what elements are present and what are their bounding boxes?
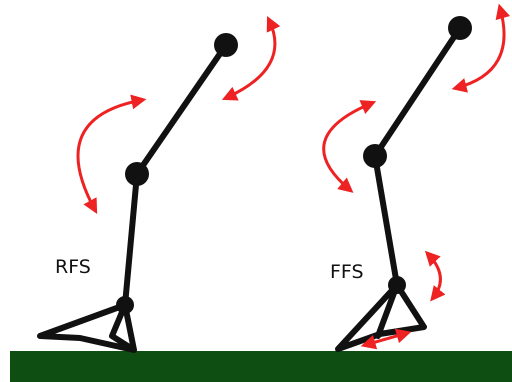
ffs-foot-translation-arrow: [360, 328, 412, 350]
ffs-label: FFS: [330, 261, 364, 283]
ffs-shank: [372, 153, 400, 288]
ffs-hip-rotation-arrow: [451, 3, 511, 93]
rfs-knee-joint: [125, 162, 149, 186]
rfs-arrows: [76, 15, 281, 214]
rfs-foot: [37, 302, 137, 353]
rfs-ankle-joint: [116, 296, 134, 314]
ffs-ankle-joint: [388, 276, 406, 294]
ffs-knee-rotation-arrow: [322, 100, 377, 193]
ground: [10, 351, 512, 382]
rfs-hip-joint: [214, 33, 238, 57]
ffs-knee-joint: [363, 144, 387, 168]
ffs-thigh: [372, 25, 463, 159]
ffs-limb: [335, 25, 463, 352]
ffs-ankle-rotation-arrow: [424, 250, 446, 302]
rfs-shank: [122, 171, 140, 308]
ffs-arrows: [322, 3, 511, 350]
rfs-knee-rotation-arrow: [76, 94, 147, 214]
rfs-thigh: [134, 42, 229, 177]
rfs-label: RFS: [55, 256, 91, 278]
rfs-hip-rotation-arrow: [221, 15, 281, 101]
ffs-hip-joint: [448, 16, 472, 40]
